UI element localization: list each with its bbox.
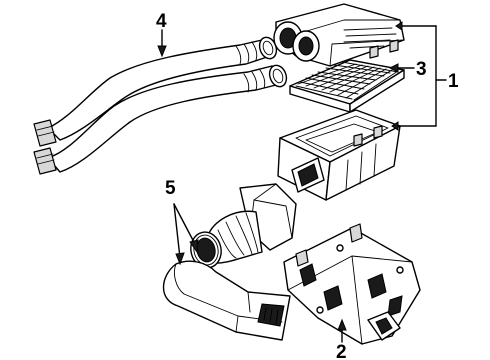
callout-1: 1 [448,71,459,92]
callout-2: 2 [336,342,347,360]
part-2-mounting-bracket [283,223,421,345]
callout-4: 4 [156,11,167,32]
part-5-lower-inlet-duct [162,260,291,341]
part-5-upper-elbow-duct [190,183,297,269]
part-1-air-cleaner-cover [273,3,405,67]
callout-3: 3 [416,59,427,80]
part-3-air-filter [289,59,405,113]
leader-lines [157,21,447,343]
part-4-intake-duct [33,36,288,175]
part-1-air-cleaner-housing [277,109,401,201]
callout-5: 5 [165,178,176,199]
